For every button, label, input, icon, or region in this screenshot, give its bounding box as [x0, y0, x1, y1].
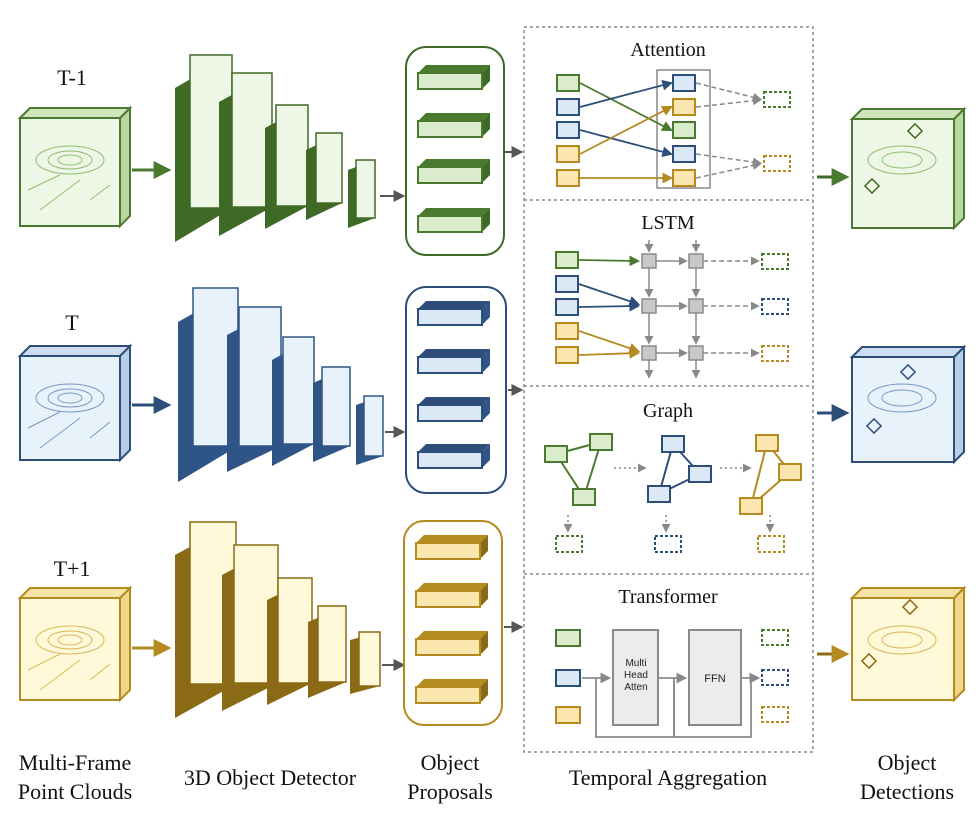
label-aggregation: Temporal Aggregation [569, 765, 767, 790]
mha-label-line-2: Head [624, 670, 648, 681]
proposal-box-icon [415, 679, 488, 704]
proposal-box-icon [417, 208, 490, 233]
proposal-box-icon [415, 631, 488, 656]
proposal-box-icon [415, 583, 488, 608]
aggregation-panel [523, 26, 814, 753]
proposal-box-icon [417, 65, 490, 90]
transformer-module [555, 629, 789, 738]
mha-label-line-1: Multi [625, 658, 646, 669]
proposal-box-icon [417, 397, 490, 422]
proposal-box-icon [417, 349, 490, 374]
detection-cloud-icon [849, 585, 967, 703]
section-title-attention: Attention [630, 39, 706, 61]
label-proposals-line-1: Object [421, 750, 480, 775]
attention-module [556, 69, 791, 189]
label-detector: 3D Object Detector [184, 765, 357, 790]
proposal-box-icon [417, 113, 490, 138]
mha-label-line-3: Atten [624, 682, 647, 693]
detector-stack-gold [175, 521, 381, 718]
graph-module [544, 433, 802, 553]
label-point-clouds-line-1: Multi-Frame [19, 750, 131, 775]
point-cloud-icon [17, 343, 133, 463]
detector-stack-blue [178, 287, 384, 482]
label-proposals-line-2: Proposals [407, 779, 493, 804]
proposals-gold [403, 520, 503, 726]
detection-cloud-icon [849, 106, 967, 231]
proposals-green [405, 46, 505, 256]
point-cloud-icon [17, 105, 133, 229]
frame-label-t-plus-1: T+1 [54, 556, 91, 581]
proposal-box-icon [417, 159, 490, 184]
label-detections-line-2: Detections [860, 779, 954, 804]
frame-label-t-minus-1: T-1 [57, 65, 87, 90]
section-title-graph: Graph [643, 400, 693, 422]
detection-cloud-icon [849, 344, 967, 465]
proposal-box-icon [415, 535, 488, 560]
section-title-transformer: Transformer [618, 586, 718, 608]
frame-label-t: T [65, 310, 79, 335]
proposals-blue [405, 286, 507, 494]
section-title-lstm: LSTM [641, 212, 695, 234]
proposal-box-icon [417, 444, 490, 469]
label-point-clouds-line-2: Point Clouds [18, 779, 132, 804]
detector-stack-green [175, 54, 376, 242]
lstm-module [555, 240, 789, 379]
label-detections-line-1: Object [878, 750, 937, 775]
ffn-label: FFN [704, 673, 725, 685]
proposal-box-icon [417, 301, 490, 326]
point-cloud-icon [17, 585, 133, 703]
